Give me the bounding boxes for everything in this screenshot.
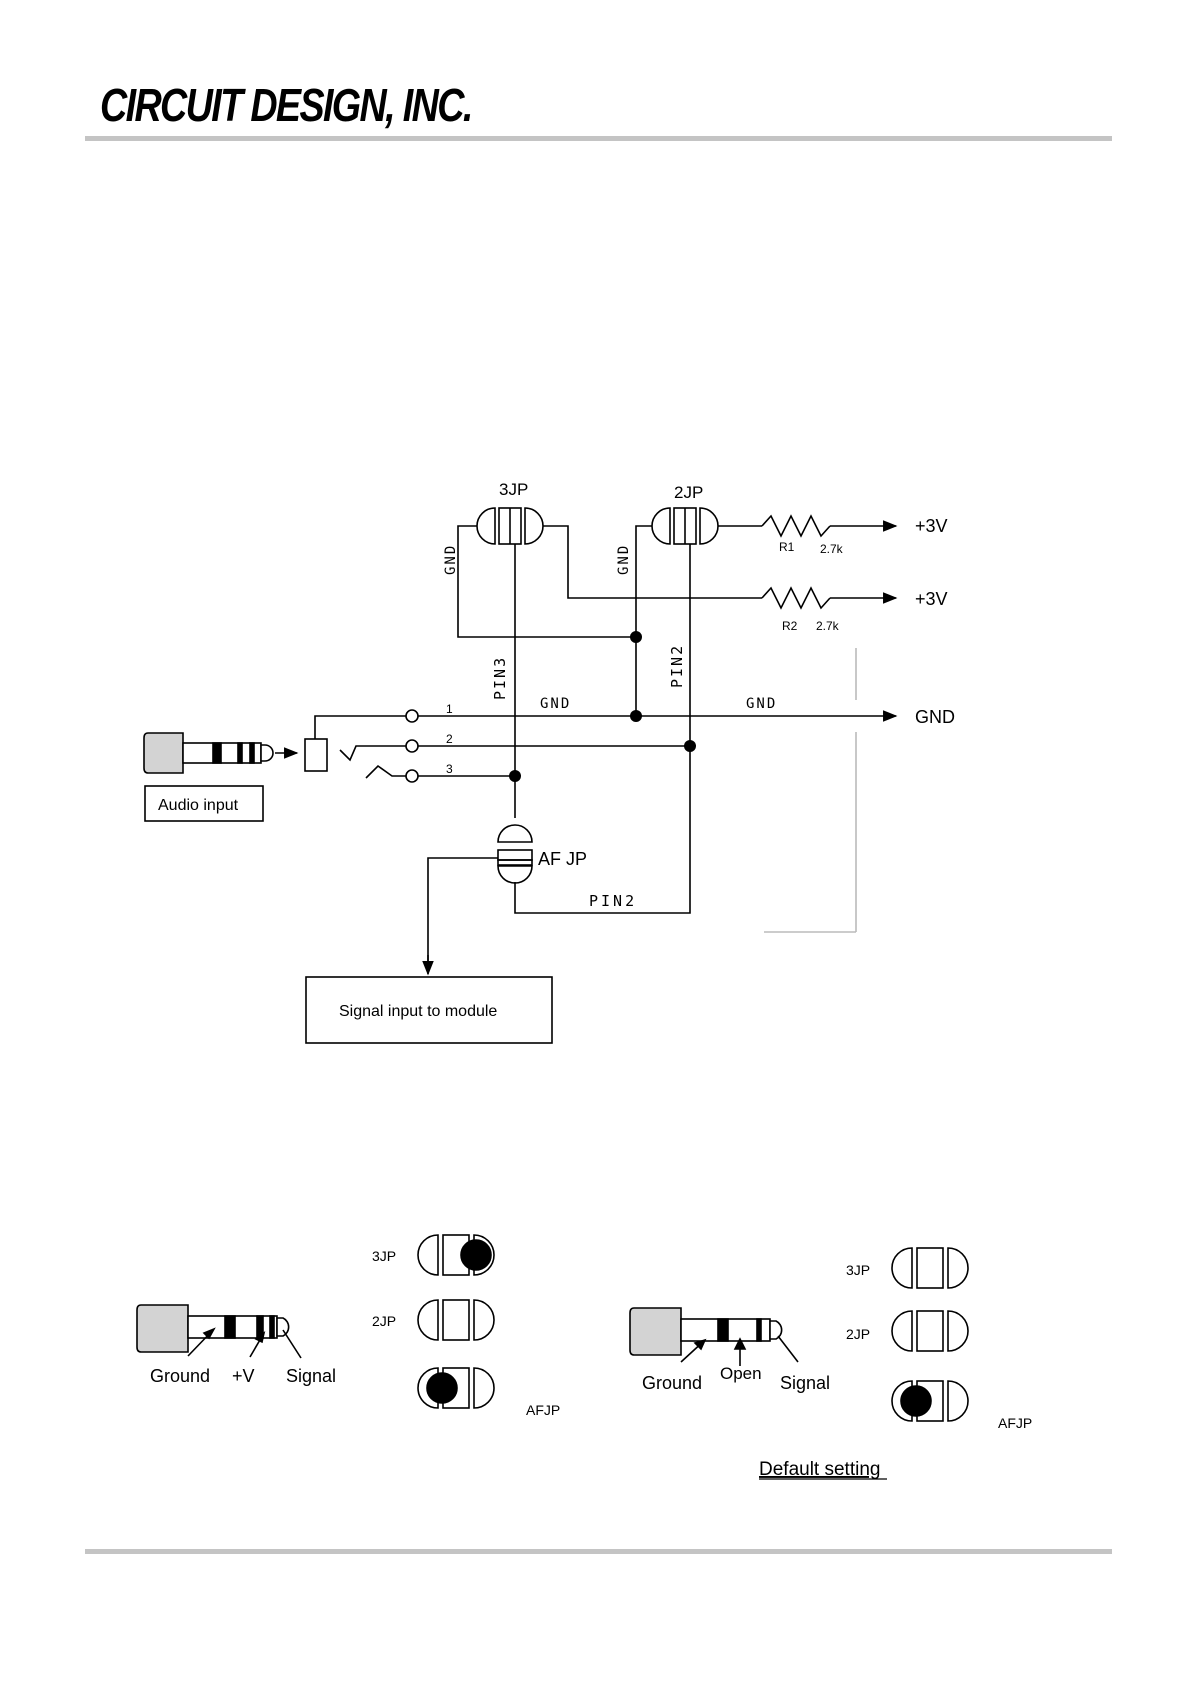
label-r1-value: 2.7k [820,542,844,556]
jumper-afjp [498,825,532,883]
setting-right [630,1248,968,1421]
label-pin2-bottom: PIN2 [589,892,637,910]
default-setting-caption: Default setting [759,1459,880,1480]
label-supply-1: +3V [915,516,948,536]
label-gnd-line-2: GND [746,696,777,712]
plug-right-icon [630,1308,782,1355]
label-pin-1: 1 [446,702,453,716]
label-r2-value: 2.7k [816,619,840,633]
jack-line-1 [315,716,406,740]
left-jumper-label-2jp: 2JP [372,1313,396,1329]
resistor-r2 [762,588,830,608]
left-jumper-label-afjp: AFJP [526,1402,560,1418]
resistor-r1 [762,516,830,536]
label-supply-2: +3V [915,589,948,609]
audio-plug-icon [144,733,273,773]
audio-input-label: Audio input [158,797,239,814]
label-afjp: AF JP [538,849,587,869]
wire-3jp-gnd [458,526,636,637]
label-gnd-vertical-left: GND [443,544,459,575]
left-plug-label-signal: Signal [286,1366,336,1386]
label-gnd-vertical-right: GND [616,544,632,575]
right-jumper-label-afjp: AFJP [998,1415,1032,1431]
left-plug-label-ground: Ground [150,1366,210,1386]
plug-left-icon [137,1305,289,1352]
label-3jp: 3JP [499,480,528,499]
label-r1-name: R1 [779,540,795,554]
label-r2-name: R2 [782,619,798,633]
label-pin2-vertical: PIN2 [668,644,686,688]
right-jumper-label-3jp: 3JP [846,1262,870,1278]
left-jumper-label-3jp: 3JP [372,1248,396,1264]
wire-3jp-r2 [543,526,762,598]
jumper-3jp [477,508,543,544]
label-2jp: 2JP [674,483,703,502]
label-gnd-line-1: GND [540,696,571,712]
left-plug-label-plusv: +V [232,1366,255,1386]
jack-line-2 [340,746,406,760]
right-jumper-label-2jp: 2JP [846,1326,870,1342]
label-pin-2: 2 [446,732,453,746]
label-gnd-output: GND [915,707,955,727]
label-pin-3: 3 [446,762,453,776]
right-plug-label-ground: Ground [642,1373,702,1393]
wire-2jp-gnd [636,526,652,716]
right-plug-label-signal: Signal [780,1373,830,1393]
wire-afjp-out [428,858,498,968]
jack-line-3 [366,766,406,778]
jack-connector [305,739,327,771]
signal-input-label: Signal input to module [339,1003,497,1020]
label-pin3: PIN3 [491,656,509,700]
right-plug-label-open: Open [720,1364,762,1383]
jumper-2jp [652,508,718,544]
